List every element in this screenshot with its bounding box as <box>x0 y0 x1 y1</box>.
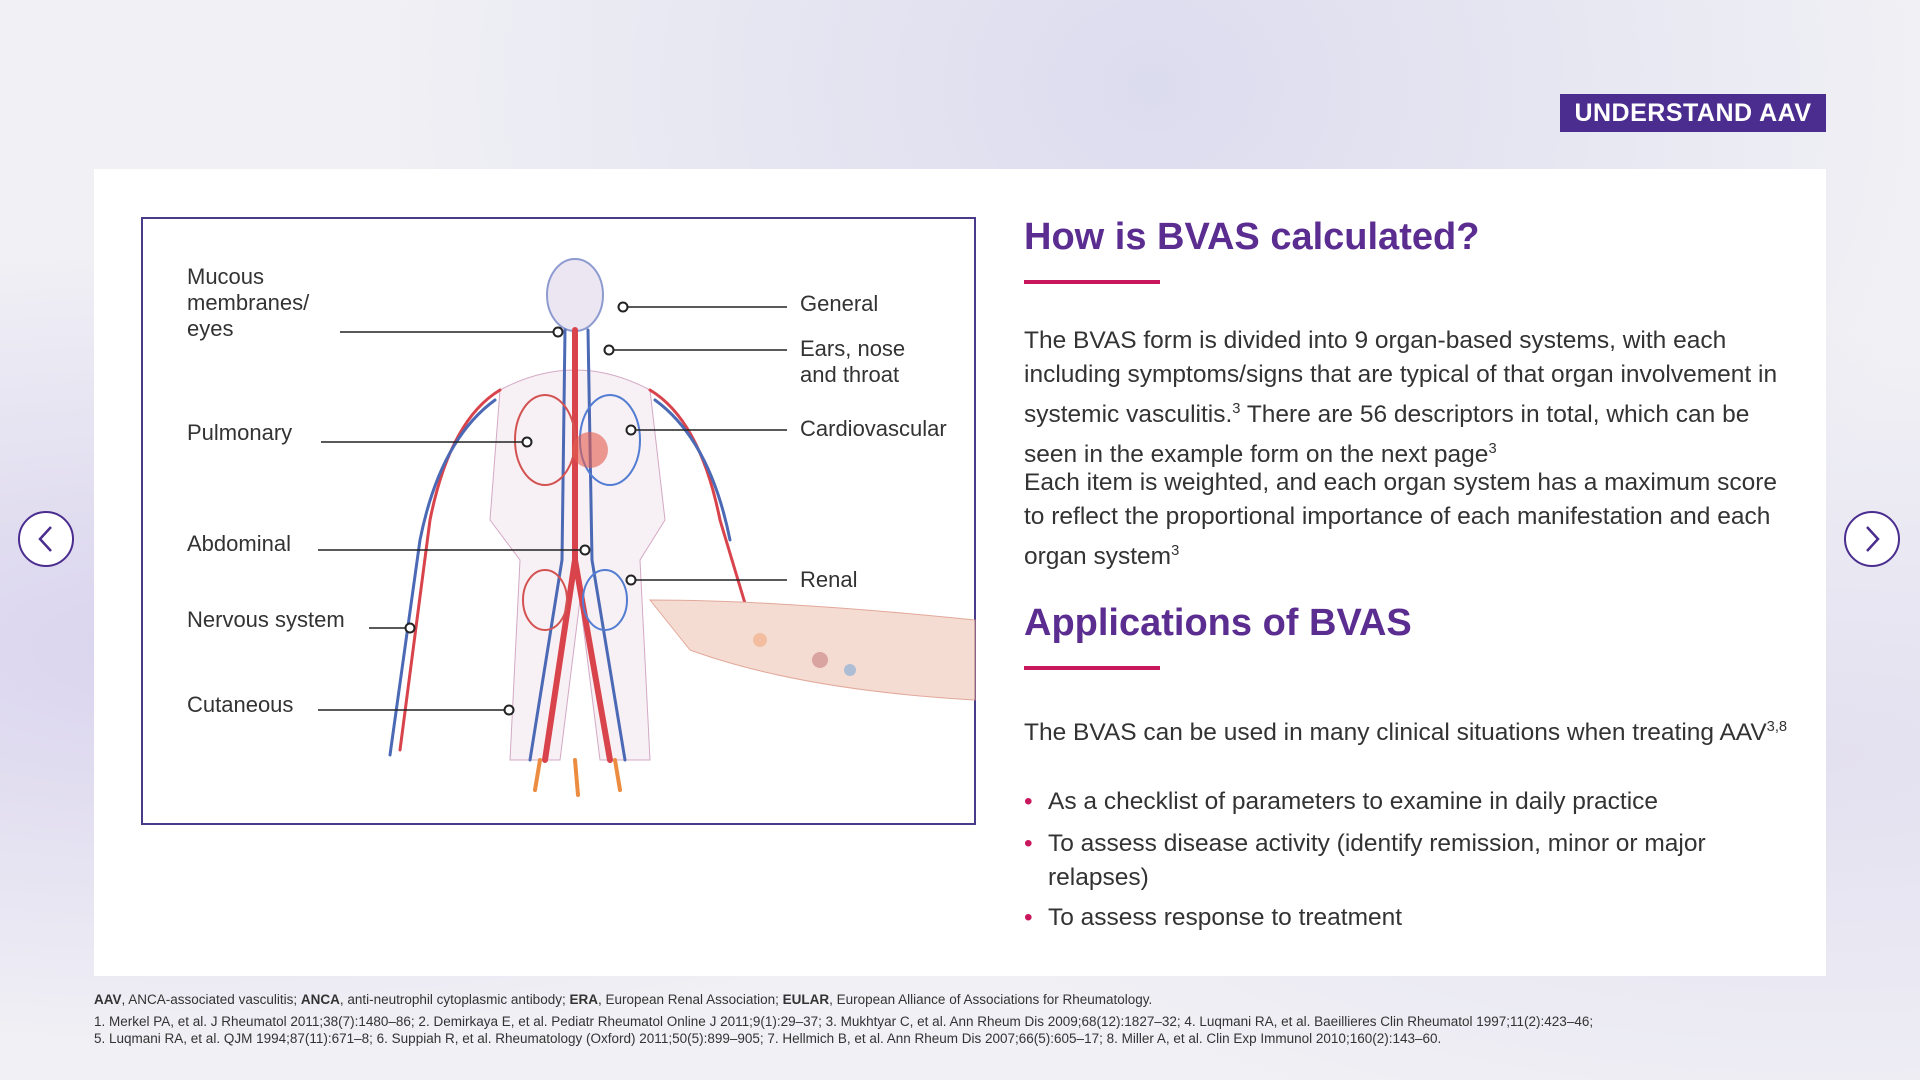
heading-underline <box>1024 666 1160 670</box>
label-cutaneous: Cutaneous <box>187 692 294 717</box>
heading-applications: Applications of BVAS <box>1024 602 1412 644</box>
label-mucous-membranes: Mucous membranes/ eyes <box>187 264 310 341</box>
applications-paragraph: The BVAS can be used in many clinical si… <box>1024 719 1788 747</box>
bullet-item: •To assess disease activity (identify re… <box>1024 830 1706 891</box>
previous-page-button[interactable] <box>18 511 74 567</box>
label-abdominal: Abdominal <box>187 531 291 556</box>
heading-underline <box>1024 280 1160 284</box>
references-line-1: 1. Merkel PA, et al. J Rheumatol 2011;38… <box>94 1014 1594 1029</box>
chevron-right-icon <box>1866 526 1880 552</box>
bvas-calc-paragraph-2: Each item is weighted, and each organ sy… <box>1024 469 1778 571</box>
bullet-item: •As a checklist of parameters to examine… <box>1024 788 1659 815</box>
next-page-button[interactable] <box>1844 511 1900 567</box>
label-nervous-system: Nervous system <box>187 607 345 632</box>
references-line-2: 5. Luqmani RA, et al. QJM 1994;87(11):67… <box>94 1031 1442 1046</box>
bvas-calc-paragraph-1: The BVAS form is divided into 9 organ-ba… <box>1024 327 1778 469</box>
section-badge: UNDERSTAND AAV <box>1560 94 1826 132</box>
bullet-item: •To assess response to treatment <box>1024 904 1403 931</box>
label-general: General <box>800 291 879 316</box>
heading-bvas-calculated: How is BVAS calculated? <box>1024 216 1480 258</box>
label-renal: Renal <box>800 567 858 592</box>
label-ent: Ears, nose and throat <box>800 336 906 387</box>
abbreviations-footnote: AAV, ANCA-associated vasculitis; ANCA, a… <box>94 992 1153 1007</box>
label-cardiovascular: Cardiovascular <box>800 416 947 441</box>
chevron-left-icon <box>38 526 52 552</box>
label-pulmonary: Pulmonary <box>187 420 293 445</box>
